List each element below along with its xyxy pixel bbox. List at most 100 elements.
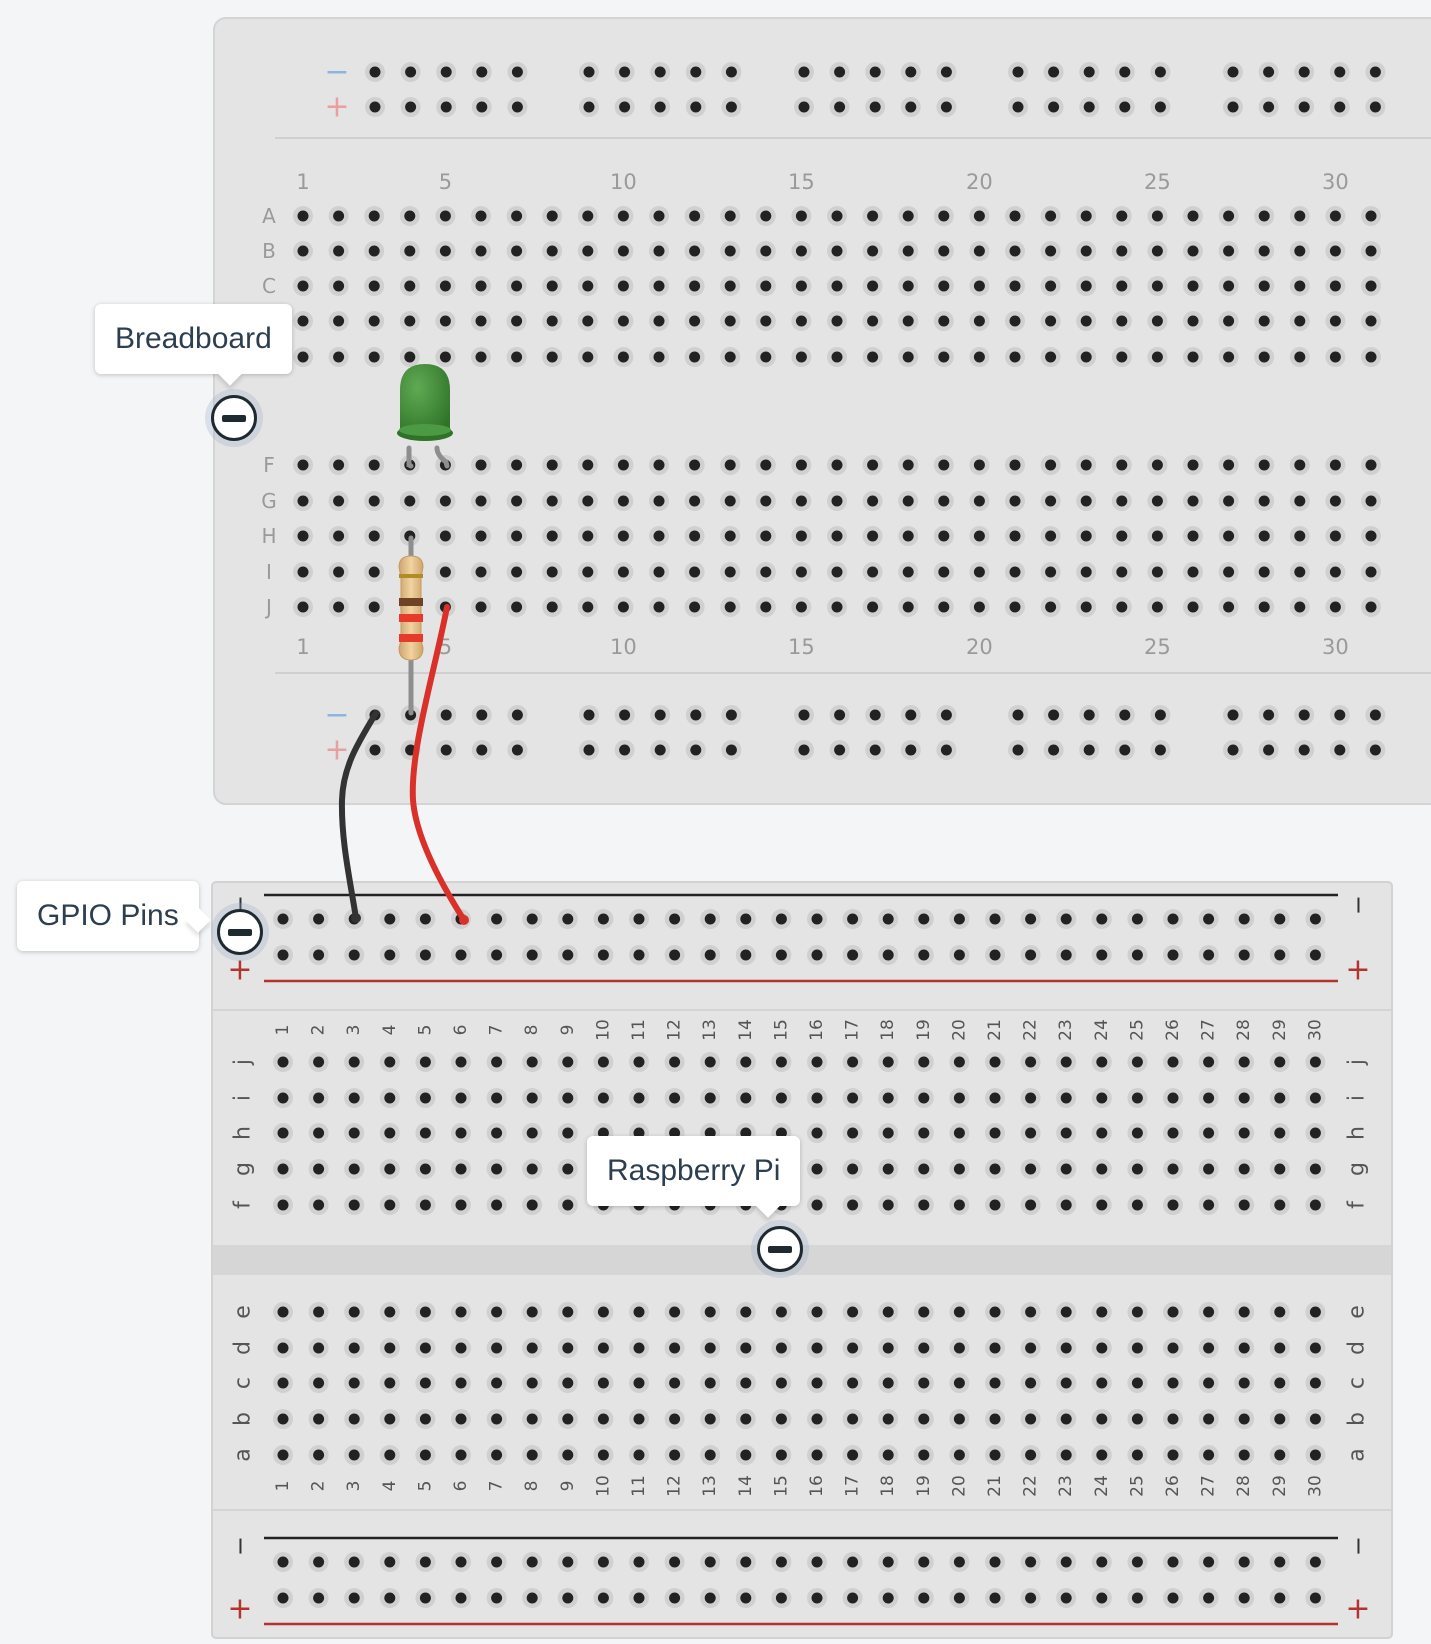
breadboard-hole-G8[interactable]	[546, 495, 558, 507]
pi-hole-e17[interactable]	[847, 1306, 859, 1318]
breadboard-hole-J24[interactable]	[1116, 601, 1128, 613]
pi-hole-c30[interactable]	[1309, 1377, 1321, 1389]
pi-rail-hole-top-plus-16[interactable]	[811, 949, 823, 961]
pi-hole-b9[interactable]	[562, 1413, 574, 1425]
breadboard-hole-H18[interactable]	[902, 530, 914, 542]
breadboard-hole-B11[interactable]	[653, 245, 665, 257]
pi-hole-d21[interactable]	[989, 1342, 1001, 1354]
pi-rail-hole-bottom-minus-19[interactable]	[918, 1556, 930, 1568]
pi-hole-f29[interactable]	[1274, 1199, 1286, 1211]
breadboard-hole-F23[interactable]	[1080, 459, 1092, 471]
pi-hole-g24[interactable]	[1096, 1163, 1108, 1175]
breadboard-hole-G2[interactable]	[333, 495, 345, 507]
pi-hole-d1[interactable]	[277, 1342, 289, 1354]
pi-hole-h17[interactable]	[847, 1127, 859, 1139]
breadboard-rail-hole-top-minus-17[interactable]	[1048, 66, 1060, 78]
breadboard-hole-B24[interactable]	[1116, 245, 1128, 257]
breadboard-hole-C3[interactable]	[368, 280, 380, 292]
breadboard-hole-J19[interactable]	[938, 601, 950, 613]
breadboard-rail-hole-top-minus-1[interactable]	[369, 66, 381, 78]
breadboard-hole-H16[interactable]	[831, 530, 843, 542]
pi-hole-j1[interactable]	[277, 1056, 289, 1068]
pi-hole-d20[interactable]	[953, 1342, 965, 1354]
breadboard-hole-F14[interactable]	[760, 459, 772, 471]
pi-rail-hole-bottom-plus-19[interactable]	[918, 1592, 930, 1604]
breadboard-hole-J29[interactable]	[1294, 601, 1306, 613]
breadboard-hole-J11[interactable]	[653, 601, 665, 613]
breadboard-hole-J30[interactable]	[1329, 601, 1341, 613]
breadboard-hole-B30[interactable]	[1329, 245, 1341, 257]
pi-hole-j21[interactable]	[989, 1056, 1001, 1068]
breadboard-rail-hole-bottom-plus-24[interactable]	[1334, 744, 1346, 756]
pi-hole-i26[interactable]	[1167, 1092, 1179, 1104]
pi-hole-d4[interactable]	[384, 1342, 396, 1354]
breadboard-hole-D31[interactable]	[1365, 315, 1377, 327]
pi-hole-b28[interactable]	[1238, 1413, 1250, 1425]
pi-hole-a12[interactable]	[669, 1449, 681, 1461]
breadboard-rail-hole-top-plus-1[interactable]	[369, 101, 381, 113]
breadboard-hole-D24[interactable]	[1116, 315, 1128, 327]
pi-rail-hole-bottom-minus-27[interactable]	[1203, 1556, 1215, 1568]
pi-hole-i20[interactable]	[953, 1092, 965, 1104]
breadboard-hole-B8[interactable]	[546, 245, 558, 257]
breadboard-hole-B17[interactable]	[867, 245, 879, 257]
pi-hole-e16[interactable]	[811, 1306, 823, 1318]
pi-hole-j23[interactable]	[1060, 1056, 1072, 1068]
breadboard-hole-A28[interactable]	[1258, 210, 1270, 222]
breadboard-hole-C27[interactable]	[1223, 280, 1235, 292]
pi-hole-d10[interactable]	[597, 1342, 609, 1354]
breadboard-hole-D23[interactable]	[1080, 315, 1092, 327]
breadboard-rail-hole-top-minus-2[interactable]	[405, 66, 417, 78]
pi-hole-h8[interactable]	[526, 1127, 538, 1139]
breadboard-hole-C23[interactable]	[1080, 280, 1092, 292]
breadboard-rail-hole-top-minus-3[interactable]	[440, 66, 452, 78]
pi-hole-c29[interactable]	[1274, 1377, 1286, 1389]
breadboard-rail-hole-bottom-minus-15[interactable]	[940, 709, 952, 721]
pi-rail-hole-top-plus-2[interactable]	[313, 949, 325, 961]
pi-hole-f24[interactable]	[1096, 1199, 1108, 1211]
breadboard-rail-hole-top-plus-8[interactable]	[654, 101, 666, 113]
breadboard-hole-A19[interactable]	[938, 210, 950, 222]
pi-hole-d7[interactable]	[491, 1342, 503, 1354]
wire-black[interactable]	[338, 710, 379, 921]
pi-hole-i25[interactable]	[1131, 1092, 1143, 1104]
gpio-collapse-icon[interactable]	[217, 909, 263, 955]
breadboard-hole-D29[interactable]	[1294, 315, 1306, 327]
breadboard-hole-G14[interactable]	[760, 495, 772, 507]
breadboard-rail-hole-bottom-minus-23[interactable]	[1298, 709, 1310, 721]
breadboard-hole-C22[interactable]	[1045, 280, 1057, 292]
breadboard-hole-D28[interactable]	[1258, 315, 1270, 327]
pi-hole-f16[interactable]	[811, 1199, 823, 1211]
breadboard-hole-F27[interactable]	[1223, 459, 1235, 471]
breadboard-hole-I27[interactable]	[1223, 566, 1235, 578]
pi-hole-i19[interactable]	[918, 1092, 930, 1104]
pi-hole-e13[interactable]	[704, 1306, 716, 1318]
pi-hole-g6[interactable]	[455, 1163, 467, 1175]
breadboard-rail-hole-top-plus-18[interactable]	[1083, 101, 1095, 113]
breadboard-hole-C17[interactable]	[867, 280, 879, 292]
breadboard-hole-F12[interactable]	[689, 459, 701, 471]
breadboard-rail-hole-top-plus-5[interactable]	[511, 101, 523, 113]
pi-hole-a10[interactable]	[597, 1449, 609, 1461]
breadboard-hole-B20[interactable]	[973, 245, 985, 257]
pi-rail-hole-top-minus-25[interactable]	[1131, 913, 1143, 925]
breadboard-hole-H17[interactable]	[867, 530, 879, 542]
breadboard-rail-hole-top-minus-24[interactable]	[1334, 66, 1346, 78]
pi-hole-i9[interactable]	[562, 1092, 574, 1104]
breadboard-hole-I31[interactable]	[1365, 566, 1377, 578]
pi-rail-hole-bottom-plus-2[interactable]	[313, 1592, 325, 1604]
breadboard-hole-G6[interactable]	[475, 495, 487, 507]
breadboard-hole-G7[interactable]	[511, 495, 523, 507]
pi-rail-hole-top-plus-24[interactable]	[1096, 949, 1108, 961]
pi-rail-hole-top-plus-26[interactable]	[1167, 949, 1179, 961]
pi-rail-hole-bottom-minus-23[interactable]	[1060, 1556, 1072, 1568]
breadboard-hole-F25[interactable]	[1151, 459, 1163, 471]
breadboard-hole-D5[interactable]	[439, 315, 451, 327]
breadboard-hole-A27[interactable]	[1223, 210, 1235, 222]
pi-rail-hole-top-minus-20[interactable]	[953, 913, 965, 925]
breadboard-hole-B6[interactable]	[475, 245, 487, 257]
breadboard-hole-F10[interactable]	[617, 459, 629, 471]
pi-rail-hole-top-minus-29[interactable]	[1274, 913, 1286, 925]
breadboard-hole-E17[interactable]	[867, 351, 879, 363]
led[interactable]	[397, 364, 453, 469]
